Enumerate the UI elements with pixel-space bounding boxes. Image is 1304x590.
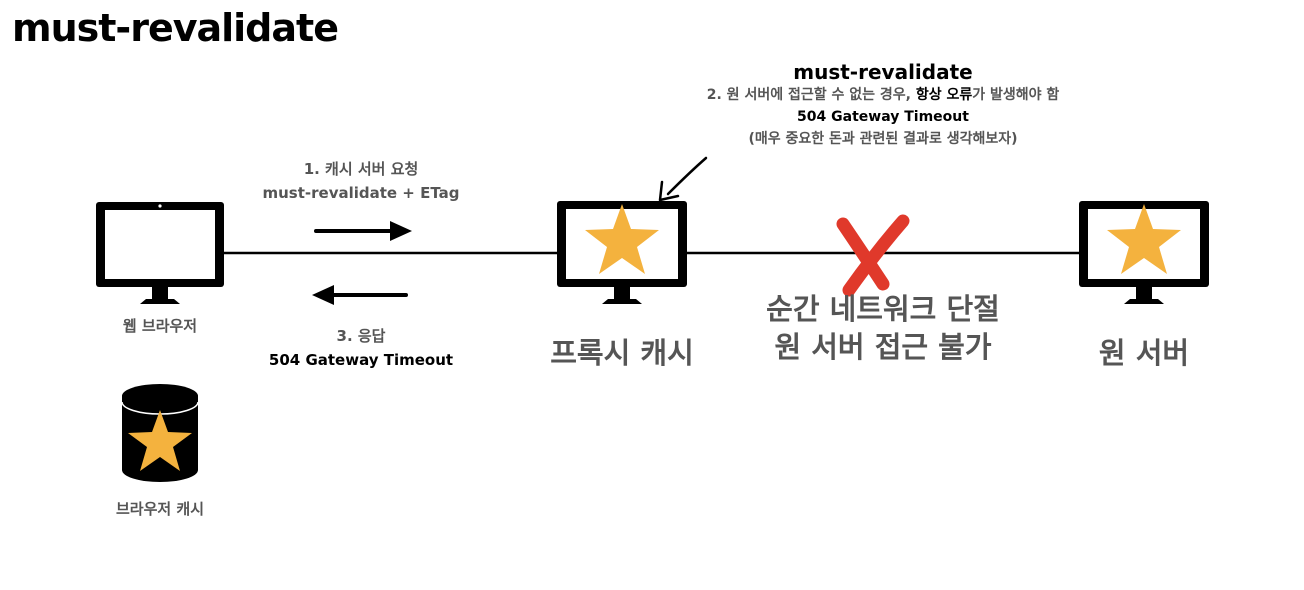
- browser-cache-label: 브라우저 캐시: [115, 500, 205, 518]
- failure-label: 순간 네트워크 단절 원 서버 접근 불가: [730, 290, 1036, 366]
- origin-server-label: 원 서버: [1098, 336, 1190, 370]
- note-line-1: 2. 원 서버에 접근할 수 없는 경우, 항상 오류가 발생해야 함: [648, 84, 1118, 106]
- proxy-star-icon: [585, 204, 659, 274]
- note-line-1-emphasis: 항상 오류: [915, 87, 973, 103]
- proxy-monitor-icon: [557, 201, 687, 304]
- note-line-3: (매우 중요한 돈과 관련된 결과로 생각해보자): [748, 131, 1018, 147]
- request-line-2: must-revalidate + ETag: [262, 184, 460, 202]
- note-title: must-revalidate: [793, 60, 973, 84]
- note-line-1-suffix: 가 발생해야 함: [972, 87, 1060, 103]
- response-line-1: 3. 응답: [336, 327, 386, 345]
- must-revalidate-note: must-revalidate 2. 원 서버에 접근할 수 없는 경우, 항상…: [648, 60, 1118, 150]
- origin-star-icon: [1107, 204, 1181, 274]
- failure-line-2: 원 서버 접근 불가: [774, 330, 992, 364]
- browser-cache-cylinder-icon: [121, 384, 199, 482]
- failure-line-1: 순간 네트워크 단절: [766, 292, 1000, 326]
- origin-monitor-icon: [1079, 201, 1209, 304]
- proxy-cache-label: 프록시 캐시: [550, 336, 694, 370]
- response-label: 3. 응답 504 Gateway Timeout: [236, 324, 486, 372]
- note-pointer-arrow-icon: [658, 156, 708, 202]
- response-line-2: 504 Gateway Timeout: [268, 351, 454, 369]
- response-arrow-icon: [312, 285, 408, 305]
- request-line-1: 1. 캐시 서버 요청: [303, 160, 419, 178]
- page-title: must-revalidate: [12, 6, 339, 50]
- browser-monitor-icon: [96, 202, 224, 304]
- note-line-2: 504 Gateway Timeout: [797, 109, 969, 125]
- browser-cache-star-icon: [128, 410, 192, 471]
- disconnect-cross-icon: [836, 214, 910, 297]
- request-arrow-icon: [314, 221, 412, 241]
- note-line-1-prefix: 2. 원 서버에 접근할 수 없는 경우,: [706, 87, 916, 103]
- request-label: 1. 캐시 서버 요청 must-revalidate + ETag: [236, 157, 486, 205]
- browser-label: 웹 브라우저: [122, 317, 198, 335]
